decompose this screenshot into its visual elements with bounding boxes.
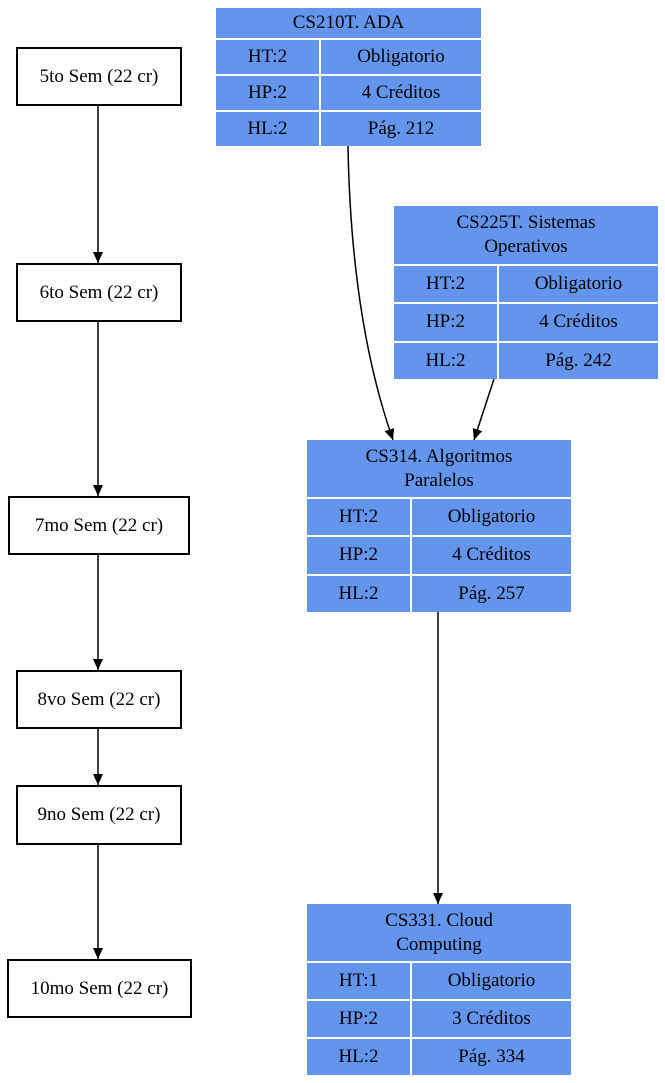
course-credits: 4 Créditos	[412, 537, 571, 574]
course-type: Obligatorio	[412, 499, 571, 536]
course-page: Pág. 242	[499, 342, 658, 379]
semester-node-5: 5to Sem (22 cr)	[16, 47, 182, 106]
edge-cs225t-cs314	[472, 378, 495, 441]
course-ht: HT:1	[307, 963, 410, 999]
course-hl: HL:2	[394, 342, 497, 379]
semester-node-8: 8vo Sem (22 cr)	[16, 670, 182, 729]
course-title: CS314. Algoritmos Paralelos	[307, 440, 571, 497]
course-title: CS331. Cloud Computing	[307, 904, 571, 961]
semester-node-9: 9no Sem (22 cr)	[16, 785, 182, 845]
course-hl: HL:2	[216, 112, 319, 146]
course-node-cs210t: CS210T. ADA HT:2 Obligatorio HP:2 4 Créd…	[216, 8, 481, 146]
course-hl: HL:2	[307, 1039, 410, 1075]
course-page: Pág. 212	[321, 112, 481, 146]
course-node-cs331: CS331. Cloud Computing HT:1 Obligatorio …	[307, 904, 571, 1075]
semester-node-7: 7mo Sem (22 cr)	[8, 496, 190, 555]
course-ht: HT:2	[216, 40, 319, 74]
course-credits: 4 Créditos	[499, 304, 658, 341]
course-title: CS225T. Sistemas Operativos	[394, 206, 658, 264]
course-credits: 3 Créditos	[412, 1001, 571, 1037]
course-hp: HP:2	[394, 304, 497, 341]
edge-cs210t-cs314	[347, 145, 395, 441]
course-title: CS210T. ADA	[216, 8, 481, 38]
semester-node-6: 6to Sem (22 cr)	[16, 263, 182, 322]
course-page: Pág. 257	[412, 575, 571, 612]
course-type: Obligatorio	[321, 40, 481, 74]
course-node-cs314: CS314. Algoritmos Paralelos HT:2 Obligat…	[307, 440, 571, 612]
course-hp: HP:2	[307, 537, 410, 574]
semester-node-10: 10mo Sem (22 cr)	[7, 959, 192, 1018]
course-type: Obligatorio	[499, 266, 658, 303]
course-hp: HP:2	[307, 1001, 410, 1037]
course-node-cs225t: CS225T. Sistemas Operativos HT:2 Obligat…	[394, 206, 658, 379]
course-hl: HL:2	[307, 575, 410, 612]
course-type: Obligatorio	[412, 963, 571, 999]
course-hp: HP:2	[216, 76, 319, 110]
course-ht: HT:2	[394, 266, 497, 303]
course-page: Pág. 334	[412, 1039, 571, 1075]
course-credits: 4 Créditos	[321, 76, 481, 110]
course-ht: HT:2	[307, 499, 410, 536]
